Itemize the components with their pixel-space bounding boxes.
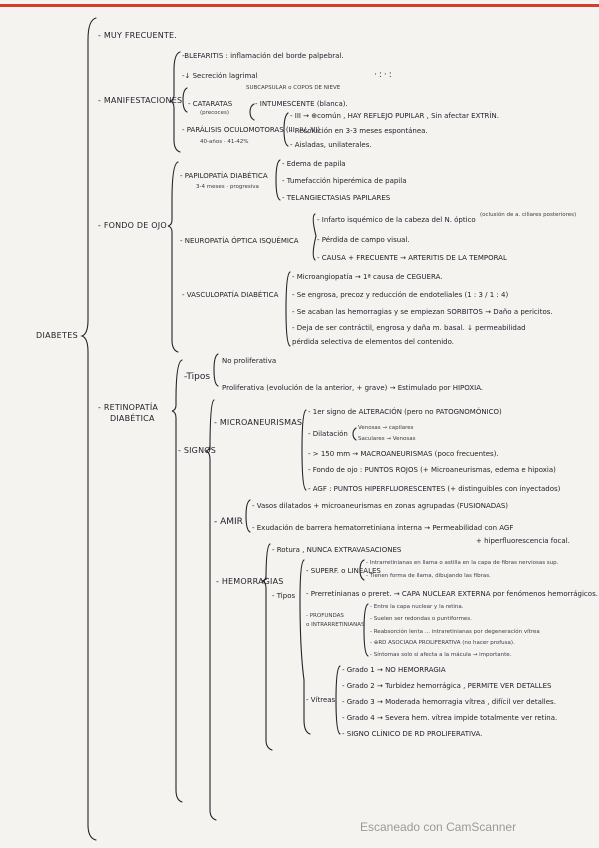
item-vasculopatia: - VASCULOPATÍA DIABÉTICA (182, 291, 279, 299)
item-neu-2: - Pérdida de campo visual. (317, 236, 410, 244)
node-fondo-de-ojo: - FONDO DE OJO (98, 221, 167, 230)
item-prerretinianas: - Prerretinianas o preret. → CAPA NUCLEA… (306, 590, 598, 598)
item-mic-5: - AGF : PUNTOS HIPERFLUORESCENTES (+ dis… (308, 485, 561, 493)
item-tipo-2: Proliferativa (evolución de la anterior,… (222, 384, 484, 392)
item-paralisis: - PARÁLISIS OCULOMOTORAS (III, IV, VI) (182, 126, 321, 134)
item-cataratas-intumescente: - INTUMESCENTE (blanca). (255, 100, 348, 108)
item-mic-3: - > 150 mm → MACROANEURISMAS (poco frecu… (308, 450, 499, 458)
item-paralisis-2: - Resolución en 3-3 meses espontánea. (290, 127, 428, 135)
item-vit-1: - Grado 1 → NO HEMORRAGIA (342, 666, 446, 674)
node-retinopatia: - RETINOPATÍA (98, 403, 159, 412)
item-neu-1: - Infarto isquémico de la cabeza del N. … (317, 216, 476, 224)
item-superficiales: - SUPERF. o LINEALES (306, 567, 381, 575)
item-mic-2b: Saculares → Venosas (358, 436, 416, 442)
item-signos: - SIGNOS (178, 446, 217, 455)
item-papilopatia: - PAPILOPATÍA DIABÉTICA (180, 172, 268, 180)
item-paralisis-1: - III → ⊕común , HAY REFLEJO PUPILAR , S… (290, 112, 499, 120)
item-secrecion: -↓ Secreción lagrimal (182, 72, 258, 80)
item-neu-3: - CAUSA + FRECUENTE → ARTERITIS DE LA TE… (317, 254, 507, 262)
snowflake-dots-icon: ·:·: (374, 70, 394, 80)
item-pf-5: - Síntomas solo si afecta a la mácula → … (370, 652, 512, 658)
item-vit-3: - Grado 3 → Moderada hemorragia vítrea ,… (342, 698, 556, 706)
item-pap-2: - Tumefacción hiperémica de papila (282, 177, 407, 185)
item-vitreas: - Vítreas (306, 696, 336, 704)
item-vas-2: - Se engrosa, precoz y reducción de endo… (292, 291, 509, 299)
item-tipos-hemorragia: - Tipos (272, 592, 296, 600)
item-paralisis-sub: 40-años · 41-42% (200, 139, 249, 145)
item-pap-3: - TELANGIECTASIAS PAPILARES (282, 194, 391, 202)
node-retinopatia-2: DIABÉTICA (110, 414, 155, 423)
node-manifestaciones: - MANIFESTACIONES (98, 96, 183, 105)
item-vas-3: - Se acaban las hemorragias y se empieza… (292, 308, 553, 316)
item-pf-3: - Reabsorción lenta ... intraretinianas … (370, 629, 540, 635)
item-sup-1: - Intrarretinianas en llama o astilla en… (366, 560, 559, 566)
item-hemorragias: - HEMORRAGIAS (216, 577, 284, 586)
item-sup-2: - Tienen forma de llama, dibujando las f… (366, 573, 491, 579)
item-pf-2: - Suelen ser redondas o puntiformes. (370, 616, 472, 622)
item-tipos: -Tipos (184, 372, 211, 382)
item-pap-1: - Edema de papila (282, 160, 346, 168)
item-pf-4: - ⊕RD ASOCIADA PROLIFERATIVA (no hacer p… (370, 640, 515, 646)
root-label-diabetes: DIABETES (36, 331, 78, 340)
item-vit-5: - SIGNO CLÍNICO DE RD PROLIFERATIVA. (342, 730, 483, 738)
camscanner-watermark: Escaneado con CamScanner (360, 820, 517, 834)
item-papilopatia-sub: 3-4 meses · progresiva (196, 184, 259, 190)
item-profundas: - PROFUNDAS (306, 613, 344, 619)
item-tipo-1: No proliferativa (222, 357, 277, 365)
item-neuropatia: - NEUROPATÍA ÓPTICA ISQUÉMICA (180, 237, 299, 245)
item-vit-2: - Grado 2 → Turbidez hemorrágica , PERMI… (342, 682, 552, 690)
item-cataratas: - CATARATAS (188, 100, 233, 108)
item-vas-4: - Deja de ser contráctil, engrosa y daña… (292, 324, 526, 332)
item-amir-3: + hiperfluorescencia focal. (476, 537, 570, 545)
item-amir-2: - Exudación de barrera hematorretiniana … (252, 524, 514, 532)
item-amir: - AMIR (214, 517, 243, 527)
item-mic-2: - Dilatación (308, 430, 348, 438)
item-cataratas-sub: (precoces) (200, 110, 229, 116)
item-microaneurismas: - MICROANEURISMAS (214, 418, 303, 427)
node-muy-frecuente: - MUY FRECUENTE. (98, 31, 177, 40)
item-vas-5: pérdida selectiva de elementos del conte… (292, 338, 454, 346)
item-mic-1: - 1er signo de ALTERACIÓN (pero no PATOG… (308, 408, 502, 416)
item-blefaritis: -BLEFARITIS : inflamación del borde palp… (182, 52, 344, 60)
item-cataratas-subcapsular: SUBCAPSULAR o COPOS DE NIEVE (246, 85, 341, 91)
item-mic-4: - Fondo de ojo : PUNTOS ROJOS (+ Microan… (308, 466, 556, 474)
item-mic-2a: Venosas → capilares (358, 425, 414, 431)
top-edge-line (0, 4, 599, 7)
item-hem-1: - Rotura , NUNCA EXTRAVASACIONES (272, 546, 402, 554)
item-neu-1b: (oclusión de a. ciliares posteriores) (480, 212, 577, 218)
item-pf-1: - Entre la capa nuclear y la retina. (370, 604, 464, 610)
item-profundas-2: o INTRARRETINIANAS (306, 622, 365, 628)
item-vas-1: - Microangiopatía → 1ª causa de CEGUERA. (292, 273, 443, 281)
item-vit-4: - Grado 4 → Severa hem. vítrea impide to… (342, 714, 558, 722)
item-amir-1: - Vasos dilatados + microaneurismas en z… (252, 502, 509, 510)
item-paralisis-3: - Aisladas, unilaterales. (290, 141, 372, 149)
